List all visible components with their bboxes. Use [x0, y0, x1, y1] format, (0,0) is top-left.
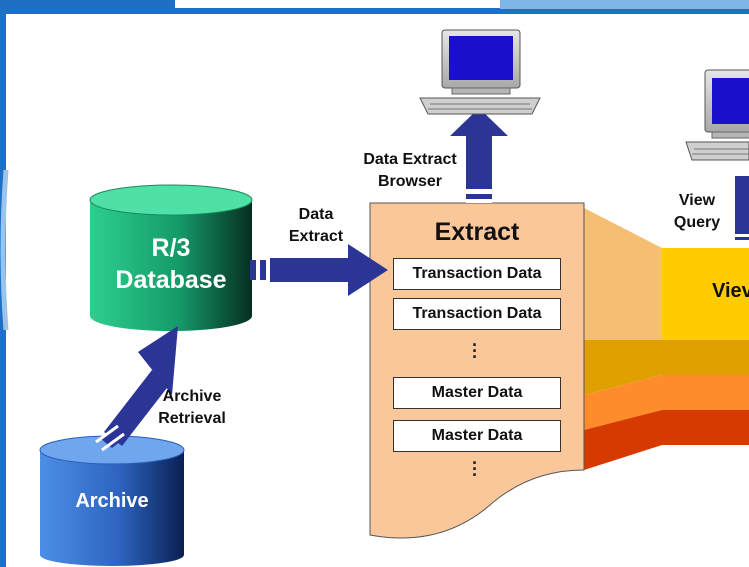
master-data-box-1: Master Data [393, 377, 561, 409]
r3-database-label: R/3 Database [95, 232, 247, 296]
view-band-red [584, 410, 662, 470]
view-query-label: View Query [664, 190, 730, 234]
data-extract-label: Data Extract [268, 204, 364, 248]
r3-database-label-line1: R/3 [151, 234, 191, 262]
data-extract-label-line1: Data [298, 206, 334, 223]
view-query-line2: Query [673, 214, 721, 231]
frame-swoosh [0, 169, 9, 331]
browser-label-line2: Browser [377, 173, 443, 190]
master-data-box-2: Master Data [393, 420, 561, 452]
archive-label: Archive [75, 490, 149, 512]
ellipsis-dots-1: ··· [472, 335, 478, 367]
title-bar-right [500, 0, 749, 9]
view-bands [584, 208, 749, 470]
browser-label-line1: Data Extract [363, 151, 457, 168]
ellipsis-dots-2: ··· [472, 453, 478, 485]
data-extract-browser-label: Data Extract Browser [346, 149, 474, 193]
archive-retrieval-label: Archive Retrieval [142, 386, 242, 430]
data-extract-label-line2: Extract [288, 228, 344, 245]
view-band-yellow [662, 248, 749, 340]
extract-title: Extract [434, 218, 520, 246]
transaction-data-box-1: Transaction Data [393, 258, 561, 290]
computer-icon [685, 69, 749, 161]
r3-database-label-line2: Database [115, 266, 227, 294]
archive-retrieval-line2: Retrieval [158, 410, 226, 427]
arrow-view-query [735, 176, 749, 243]
view-band-gold [584, 340, 662, 395]
arrow-archive-retrieval [95, 326, 178, 452]
arrow-data-extract [250, 244, 388, 296]
view-band-orange [584, 375, 662, 430]
title-bar-gap [175, 0, 500, 8]
r3-database-cylinder [89, 184, 253, 331]
transaction-data-box-2: Transaction Data [393, 298, 561, 330]
archive-cylinder [39, 435, 185, 566]
view-label-partial: Viev [712, 280, 749, 302]
view-query-line1: View [678, 192, 716, 209]
computer-icon [419, 29, 541, 115]
arrow-data-extract-browser [450, 108, 508, 203]
archive-retrieval-line1: Archive [162, 388, 222, 405]
